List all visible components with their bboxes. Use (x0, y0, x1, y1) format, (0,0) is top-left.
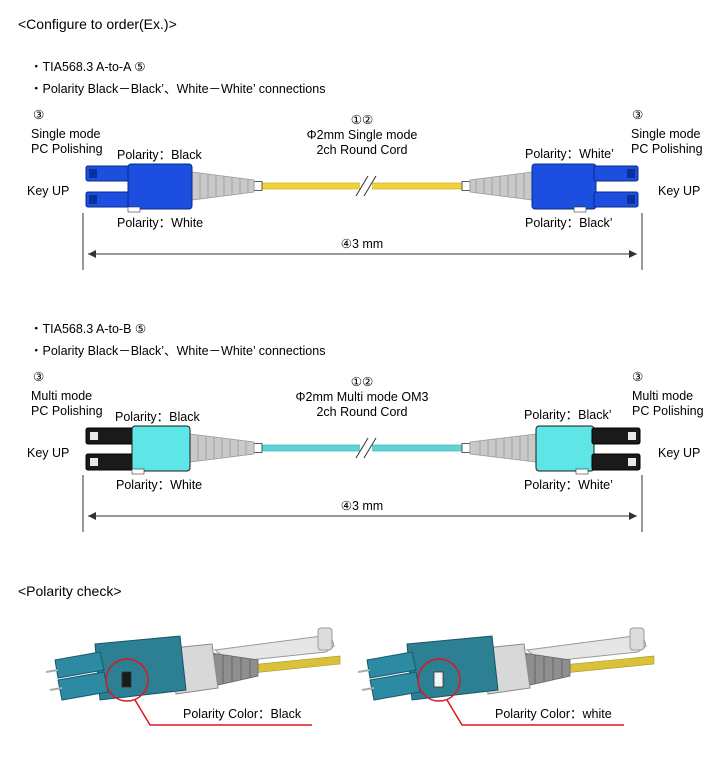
dimension-arrow-right (629, 512, 637, 520)
polarity-marker-white (433, 671, 444, 688)
connector-right-aqua (535, 425, 641, 475)
cord-type-label: Φ2mm Multi mode OM3 (295, 390, 429, 404)
connector-photo-white (357, 627, 655, 701)
cord-desc-label: 2ch Round Cord (316, 143, 408, 157)
key-up-right: Key UP (658, 184, 701, 198)
polarity-right-bottom: Polarity：White’ (524, 478, 613, 492)
key-up-left: Key UP (27, 184, 70, 198)
key-up-left: Key UP (27, 446, 70, 460)
cord-type-label: Φ2mm Single mode (306, 128, 418, 142)
polarity-left-top: Polarity：Black (117, 148, 202, 162)
polarity-left-bottom: Polarity：White (117, 216, 204, 230)
cable-length-label: ④3 mm (340, 499, 384, 513)
right-spec-number: ③ (632, 370, 644, 384)
polarity-right-top: Polarity：White’ (525, 147, 614, 161)
cord-break-mark (363, 437, 377, 459)
right-mode-label: Multi mode (632, 389, 694, 403)
section-connection-note: ・Polarity Black－Black’、White－White’ conn… (30, 344, 326, 358)
connector-right-blue (531, 163, 639, 213)
plug-lower (369, 671, 421, 701)
right-polish-label: PC Polishing (631, 142, 703, 156)
connector-photo-black (45, 627, 341, 701)
left-spec-number: ③ (33, 108, 45, 122)
ferrule-upper (357, 669, 371, 673)
leader-line-left (134, 699, 312, 726)
connector-left-blue (85, 163, 193, 213)
polarity-right-top: Polarity：Black’ (524, 408, 612, 422)
polarity-color-white-label: Polarity Color：white (495, 707, 612, 721)
dimension-arrow-right (629, 250, 637, 258)
plug-lower (57, 671, 109, 701)
plug-upper (54, 651, 105, 679)
boot-ribs-left (199, 173, 249, 199)
section-title: ・TIA568.3 A-to-B ⑤ (30, 322, 147, 336)
polarity-color-black-label: Polarity Color：Black (183, 707, 302, 721)
section-title: ・TIA568.3 A-to-A ⑤ (30, 60, 146, 74)
release-tab-end (629, 627, 645, 651)
boot-ribs-left (197, 435, 247, 461)
left-mode-label: Multi mode (31, 389, 93, 403)
highlight-circle-left (105, 658, 149, 702)
cable-length-label: ④3 mm (340, 237, 384, 251)
leader-line-right (446, 699, 624, 726)
cord-break-gap (360, 176, 372, 196)
cord-desc-label: 2ch Round Cord (316, 405, 408, 419)
ferrule-lower (361, 687, 375, 691)
boot-ribs-right (475, 173, 525, 199)
right-spec-number: ③ (632, 108, 644, 122)
cord-spec-number: ①② (350, 113, 374, 127)
dimension-arrow-left (88, 250, 96, 258)
cord-break-gap (360, 438, 372, 458)
highlight-circle-right (417, 658, 461, 702)
key-up-right: Key UP (658, 446, 701, 460)
connector-left-aqua (85, 425, 191, 475)
ferrule-upper (45, 669, 59, 673)
cord-break-mark (355, 175, 369, 197)
cord-spec-number: ①② (350, 375, 374, 389)
left-polish-label: PC Polishing (31, 142, 103, 156)
boot-ribs-right (479, 435, 529, 461)
ferrule-lower (49, 687, 63, 691)
left-spec-number: ③ (33, 370, 45, 384)
section-connection-note: ・Polarity Black－Black’、White－White’ conn… (30, 82, 326, 96)
polarity-left-top: Polarity：Black (115, 410, 200, 424)
left-mode-label: Single mode (31, 127, 101, 141)
right-mode-label: Single mode (631, 127, 701, 141)
configure-heading: <Configure to order(Ex.)> (18, 16, 177, 32)
plug-upper (366, 651, 417, 679)
cord-break-mark (363, 175, 377, 197)
polarity-check-heading: <Polarity check> (18, 583, 122, 599)
release-tab-end (317, 627, 333, 651)
right-polish-label: PC Polishing (632, 404, 704, 418)
polarity-right-bottom: Polarity：Black’ (525, 216, 613, 230)
polarity-left-bottom: Polarity：White (116, 478, 203, 492)
polarity-marker-black (121, 671, 132, 688)
cord-break-mark (355, 437, 369, 459)
left-polish-label: PC Polishing (31, 404, 103, 418)
dimension-arrow-left (88, 512, 96, 520)
